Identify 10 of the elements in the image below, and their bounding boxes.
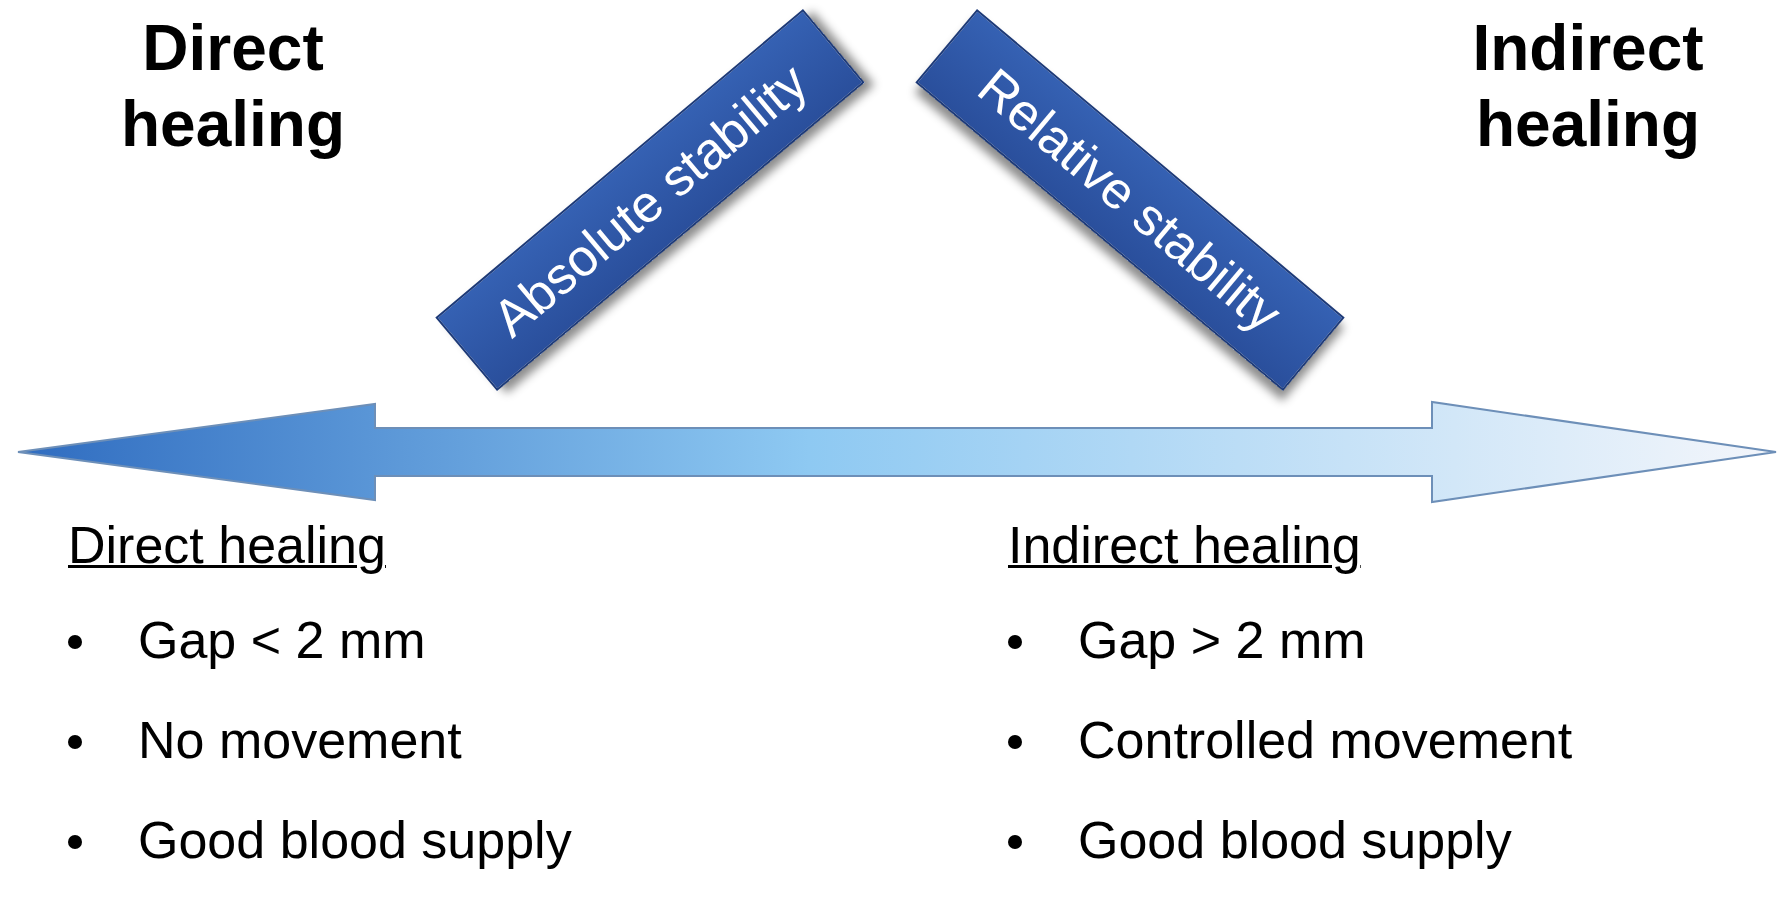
heading: Indirect healing [1471,11,1705,162]
list-item: Good blood supply [138,810,572,870]
subheading: Direct healing [68,515,386,575]
list-item: Gap > 2 mm [1078,610,1366,670]
list-item: Controlled movement [1078,710,1573,770]
list-item: Good blood supply [1078,810,1512,870]
list-item: No movement [138,710,462,770]
subheading: Indirect healing [1008,515,1361,575]
heading: Direct healing [120,11,346,162]
list-item: Gap < 2 mm [138,610,426,670]
